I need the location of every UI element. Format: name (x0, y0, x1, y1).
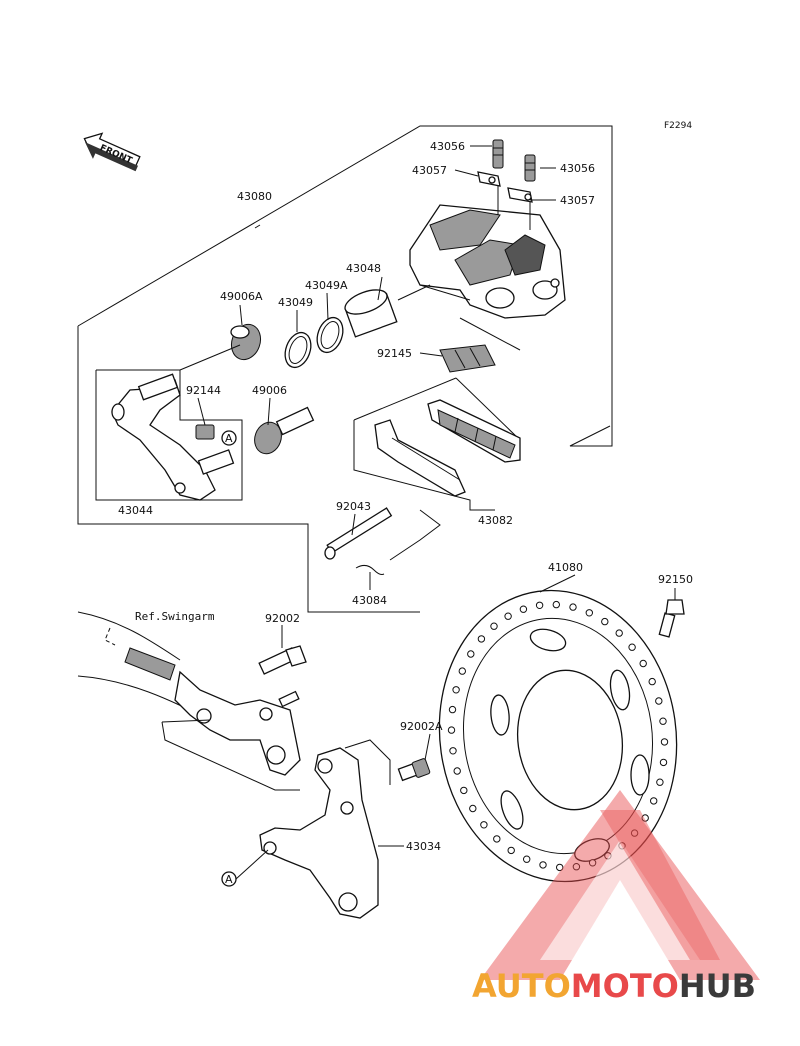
boot-49006 (254, 406, 315, 455)
disc-hole (655, 697, 663, 705)
watermark-text: AUTOMOTOHUB (472, 967, 756, 1005)
disc-hole (585, 609, 593, 617)
label-92043: 92043 (336, 500, 371, 513)
label-49006A: 49006A (220, 290, 263, 303)
disc-hole (630, 829, 639, 837)
bleed-cap-left (477, 171, 501, 187)
label-92002: 92002 (265, 612, 300, 625)
label-43056-right: 43056 (560, 162, 595, 175)
disc-hole (535, 601, 544, 609)
label-43084: 43084 (352, 594, 387, 607)
pad-group-outline (353, 377, 457, 421)
pad-pin-clip (355, 564, 385, 575)
disc-hole (458, 667, 466, 675)
callout-a-upper: A (221, 430, 237, 446)
disc-hole (480, 821, 488, 829)
disc-hole (447, 726, 456, 734)
bleed-screw-right (524, 154, 536, 182)
label-43049: 43049 (278, 296, 313, 309)
disc-hole (552, 600, 560, 609)
torque-link (174, 670, 301, 776)
caliper-body (397, 204, 566, 351)
disc-hole (504, 612, 512, 620)
disc-hole (493, 835, 501, 843)
disc-hole (588, 859, 597, 867)
label-41080: 41080 (548, 561, 583, 574)
disc-hole (449, 747, 457, 755)
label-49006: 49006 (252, 384, 287, 397)
disc-bolt-92150 (658, 599, 685, 638)
boot-49006A (230, 323, 262, 361)
label-43057-left: 43057 (412, 164, 447, 177)
caliper-piston (344, 289, 398, 338)
label-43034: 43034 (406, 840, 441, 853)
label-92144: 92144 (186, 384, 221, 397)
label-92002A: 92002A (400, 720, 443, 733)
label-92145: 92145 (377, 347, 412, 360)
disc-hole (556, 863, 564, 872)
disc-hole (467, 650, 475, 658)
ref-swingarm-label: Ref.Swingarm (135, 610, 215, 623)
disc-hole (656, 778, 664, 786)
piston-seal-43049 (284, 331, 312, 369)
svg-text:A: A (225, 873, 233, 886)
bleed-cap-right (507, 187, 533, 203)
front-arrow-icon: FRONT (83, 132, 141, 172)
piston-seal-43049A (316, 316, 344, 354)
disc-hole (448, 705, 457, 714)
disc-hole (490, 622, 498, 630)
bolt-92002A (397, 758, 431, 782)
disc-hole (569, 603, 577, 611)
label-43082: 43082 (478, 514, 513, 527)
caliper-assembly-outline (77, 125, 613, 447)
disc-hole (659, 758, 668, 767)
disc-hole (453, 767, 461, 775)
label-92150: 92150 (658, 573, 693, 586)
disc-hole (601, 617, 609, 626)
brake-pad-inner (374, 419, 466, 497)
label-43080: 43080 (237, 190, 272, 203)
label-43057-right: 43057 (560, 194, 595, 207)
label-43049A: 43049A (305, 279, 348, 292)
disc-hole (539, 861, 547, 869)
watermark-logo (480, 790, 760, 980)
disc-hole (452, 686, 460, 694)
disc-hole (660, 738, 669, 746)
callout-a-lower: A (221, 871, 237, 887)
disc-hole (572, 863, 581, 871)
disc-hole (519, 605, 528, 613)
bolt-92002 (258, 645, 307, 675)
label-43048: 43048 (346, 262, 381, 275)
disc-hole (615, 629, 623, 637)
disc-hole (523, 855, 531, 863)
leader-lines (161, 145, 676, 880)
disc-hole (659, 717, 667, 725)
svg-text:A: A (225, 432, 233, 445)
caliper-mount-bracket (259, 747, 379, 919)
disc-hole (641, 814, 649, 822)
pad-spring (439, 344, 496, 373)
label-43044: 43044 (118, 504, 153, 517)
figure-code: F2294 (664, 121, 692, 131)
disc-hole (648, 677, 656, 686)
disc-hole (639, 659, 647, 668)
disc-hole (469, 804, 477, 813)
bracket-pin-92144 (195, 424, 215, 440)
brake-pad-outer (427, 399, 521, 463)
caliper-bracket (111, 373, 235, 501)
pad-pin (324, 507, 393, 560)
disc-hole (650, 797, 658, 805)
disc-hole (507, 846, 515, 855)
label-43056-top: 43056 (430, 140, 465, 153)
disc-hole (628, 643, 636, 651)
bleed-screw-left (492, 139, 504, 169)
disc-hole (477, 635, 486, 643)
brake-disc (438, 589, 678, 883)
disc-hole (460, 786, 468, 795)
